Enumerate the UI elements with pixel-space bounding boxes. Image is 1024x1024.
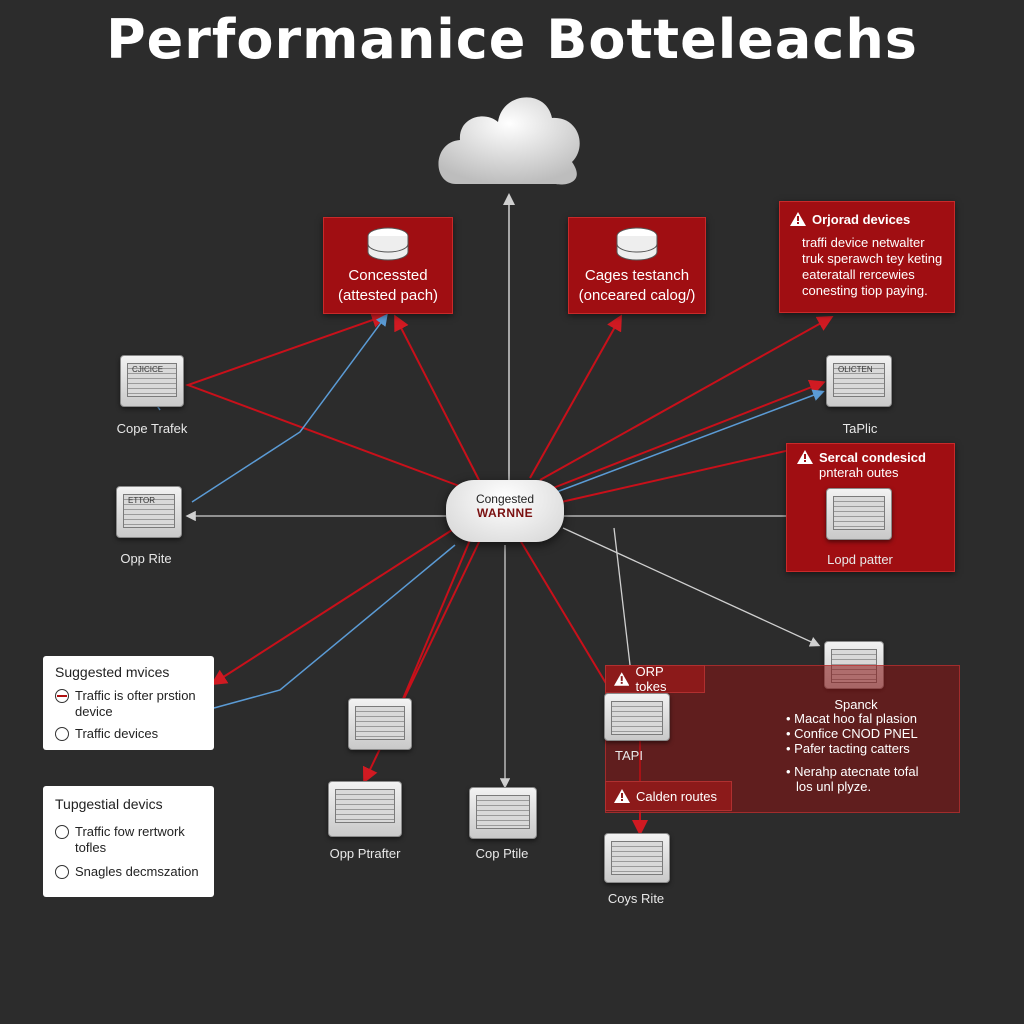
suggestion-option[interactable]: Traffic fow rertwork tofles <box>55 824 202 856</box>
radio-button[interactable] <box>55 689 69 703</box>
database-icon <box>367 227 409 261</box>
option-label: Traffic fow rertwork tofles <box>75 824 185 855</box>
panel-heading: Suggested mvices <box>55 664 170 680</box>
tag-label: ORP tokes <box>635 664 667 694</box>
device-label: Opp Ptrafter <box>329 846 401 861</box>
warning-icon <box>614 672 630 686</box>
link-blue <box>213 544 456 709</box>
alert-heading: Orjorad devices <box>812 212 911 227</box>
alert-heading: Sercal condesicd <box>819 450 926 465</box>
radio-button[interactable] <box>55 865 69 879</box>
alert-heading-line2: pnterah outes <box>819 465 899 480</box>
device-screen: OLICTEN <box>833 363 885 397</box>
link-white <box>562 527 821 647</box>
device-label: Lopd patter <box>827 552 893 567</box>
suggested-devices-panel: Suggested mvices Traffic is ofter prstio… <box>43 656 214 750</box>
list-item: • Macat hoo fal plasion <box>786 711 918 726</box>
database-icon <box>616 227 658 261</box>
device-screen <box>335 789 395 823</box>
device-screen <box>611 841 663 875</box>
region-heading: Spanck <box>834 697 878 712</box>
device-label: TaPlic <box>842 421 878 436</box>
link-red <box>389 539 471 729</box>
device-server[interactable] <box>604 833 670 883</box>
central-warning-label: WARNNE <box>476 506 534 520</box>
congested-node-right[interactable]: Cages testanch (onceared calog/) <box>568 217 706 314</box>
link-red <box>539 316 834 481</box>
device-screen <box>833 496 885 530</box>
alert-line: eateratall rercewies <box>802 267 915 282</box>
alert-line: truk sperawch tey keting <box>802 251 943 266</box>
device-label: Opp Rite <box>120 551 172 566</box>
alert-line: conesting tiop paying. <box>802 283 928 298</box>
bottleneck-list: • Macat hoo fal plasion • Confice CNOD P… <box>786 711 956 794</box>
calden-routes-tag[interactable]: Calden routes <box>605 781 732 811</box>
alert-box-top[interactable]: Orjorad devices traffi device netwalter … <box>779 201 955 313</box>
device-label: Cope Trafek <box>116 421 188 436</box>
page-title: Performanice Botteleachs <box>106 8 918 71</box>
radio-button[interactable] <box>55 727 69 741</box>
link-red <box>529 314 622 479</box>
device-screen: CJICICE <box>127 363 177 397</box>
link-red <box>394 314 481 483</box>
device-server[interactable] <box>826 488 892 540</box>
suggestion-option[interactable]: Traffic is ofter prstion device <box>55 688 202 720</box>
tag-label: Calden routes <box>636 788 717 804</box>
list-item: • Pafer tacting catters <box>786 741 910 756</box>
link-blue <box>545 389 825 497</box>
device-label: TAPI <box>615 748 643 763</box>
device-screen <box>611 701 663 735</box>
link-red <box>185 312 471 491</box>
suggestion-panel-2: Tupgestial devics Traffic fow rertwork t… <box>43 786 214 897</box>
list-item: los unl plyze. <box>796 779 872 794</box>
device-server[interactable]: ETTOR <box>116 486 182 538</box>
list-item: • Confice CNOD PNEL <box>786 726 918 741</box>
link-red <box>547 449 791 506</box>
device-server[interactable]: CJICICE <box>120 355 184 407</box>
warning-icon <box>797 450 813 464</box>
list-item: • Nerahp atecnate tofal <box>786 764 919 779</box>
node-sublabel: (onceared calog/) <box>578 287 696 304</box>
node-label: Cages testanch <box>584 267 690 284</box>
device-server[interactable] <box>469 787 537 839</box>
device-server[interactable] <box>328 781 402 837</box>
device-screen <box>355 706 405 740</box>
device-screen <box>476 795 530 829</box>
orp-tokes-tag[interactable]: ORP tokes <box>605 664 705 694</box>
suggestion-option[interactable]: Snagles decmszation <box>55 864 202 880</box>
node-sublabel: (attested pach) <box>337 287 439 304</box>
central-label: Congested <box>475 492 535 506</box>
link-red <box>547 379 826 491</box>
device-server[interactable] <box>604 693 670 741</box>
option-label: Traffic devices <box>75 726 159 741</box>
node-label: Concessted <box>348 267 428 284</box>
device-label: Cop Ptile <box>475 846 529 861</box>
suggestion-option[interactable]: Traffic devices <box>55 726 202 742</box>
option-label: Traffic is ofter prstion device <box>75 688 196 719</box>
device-label: Coys Rite <box>607 891 665 906</box>
device-server[interactable] <box>348 698 412 750</box>
radio-button[interactable] <box>55 825 69 839</box>
congested-node-left[interactable]: Concessted (attested pach) <box>323 217 453 314</box>
alert-line: traffi device netwalter <box>802 235 925 250</box>
warning-icon <box>614 789 630 803</box>
panel-heading: Tupgestial devics <box>55 796 163 812</box>
option-label: Snagles decmszation <box>75 864 199 879</box>
warning-icon <box>790 212 806 226</box>
device-screen: ETTOR <box>123 494 175 528</box>
link-red <box>210 529 453 686</box>
device-server[interactable]: OLICTEN <box>826 355 892 407</box>
cloud-icon <box>438 97 580 185</box>
congested-warning-node[interactable]: Congested WARNNE <box>446 480 564 542</box>
link-blue <box>191 313 388 503</box>
